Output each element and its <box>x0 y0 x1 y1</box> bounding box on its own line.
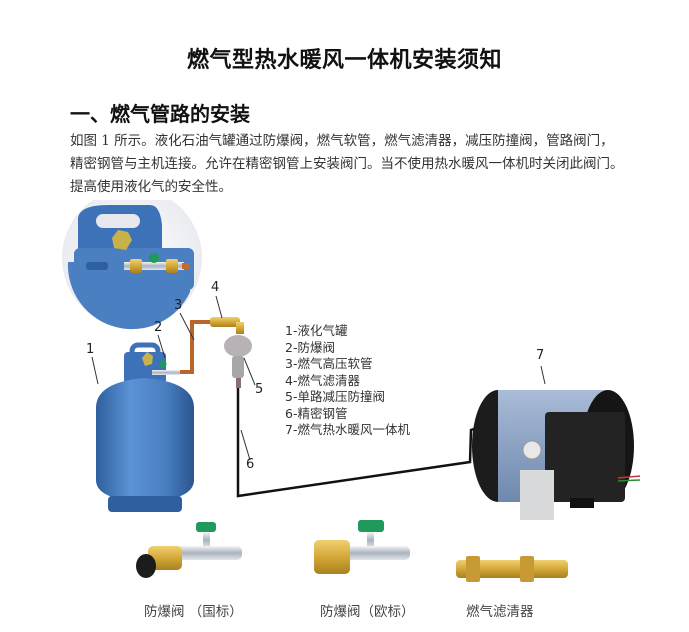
callout-6: 6 <box>246 457 255 472</box>
legend-item: 1-液化气罐 <box>285 323 348 338</box>
intro-line: 提高使用液化气的安全性。 <box>70 179 232 195</box>
caption-gas-filter: 燃气滤清器 <box>466 604 534 620</box>
callout-leaders <box>91 295 546 461</box>
legend-item: 2-防爆阀 <box>285 339 335 355</box>
callout-1: 1 <box>86 342 95 357</box>
legend-item: 4-燃气滤清器 <box>285 372 360 388</box>
explosion-proof-valve-cn <box>136 522 242 578</box>
gas-filter <box>210 317 240 327</box>
callout-5: 5 <box>255 382 264 397</box>
explosion-proof-valve-eu <box>314 520 410 574</box>
legend-item: 5-单路减压防撞阀 <box>285 389 385 404</box>
intro-line: 如图 1 所示。液化石油气罐通过防爆阀，燃气软管，燃气滤清器，减压防撞阀，管路阀… <box>70 133 614 149</box>
legend-item: 7-燃气热水暖风一体机 <box>285 422 410 437</box>
callout-2: 2 <box>154 320 163 335</box>
document-title: 燃气型热水暖风一体机安装须知 <box>186 48 502 73</box>
callout-3: 3 <box>174 298 183 313</box>
callout-7: 7 <box>536 348 545 363</box>
caption-valve-cn: 防爆阀 （国标） <box>144 604 243 620</box>
intro-line: 精密钢管与主机连接。允许在精密钢管上安装阀门。当不使用热水暖风一体机时关闭此阀门… <box>70 156 624 172</box>
legend-item: 3-燃气高压软管 <box>285 356 373 371</box>
callout-4: 4 <box>211 280 220 295</box>
pressure-regulator <box>224 322 252 388</box>
legend-item: 6-精密钢管 <box>285 405 348 421</box>
heater-unit <box>472 390 641 520</box>
valve-detail-zoom <box>62 200 202 330</box>
lpg-tank <box>96 342 194 512</box>
section-heading: 一、燃气管路的安装 <box>70 102 250 126</box>
installation-diagram <box>62 200 641 582</box>
parts-legend: 1-液化气罐 2-防爆阀 3-燃气高压软管 4-燃气滤清器 5-单路减压防撞阀 … <box>285 323 410 439</box>
gas-filter-part <box>456 556 568 582</box>
gas-hose <box>180 320 210 374</box>
caption-valve-eu: 防爆阀（欧标） <box>320 604 415 620</box>
intro-paragraph: 如图 1 所示。液化石油气罐通过防爆阀，燃气软管，燃气滤清器，减压防撞阀，管路阀… <box>70 130 640 199</box>
